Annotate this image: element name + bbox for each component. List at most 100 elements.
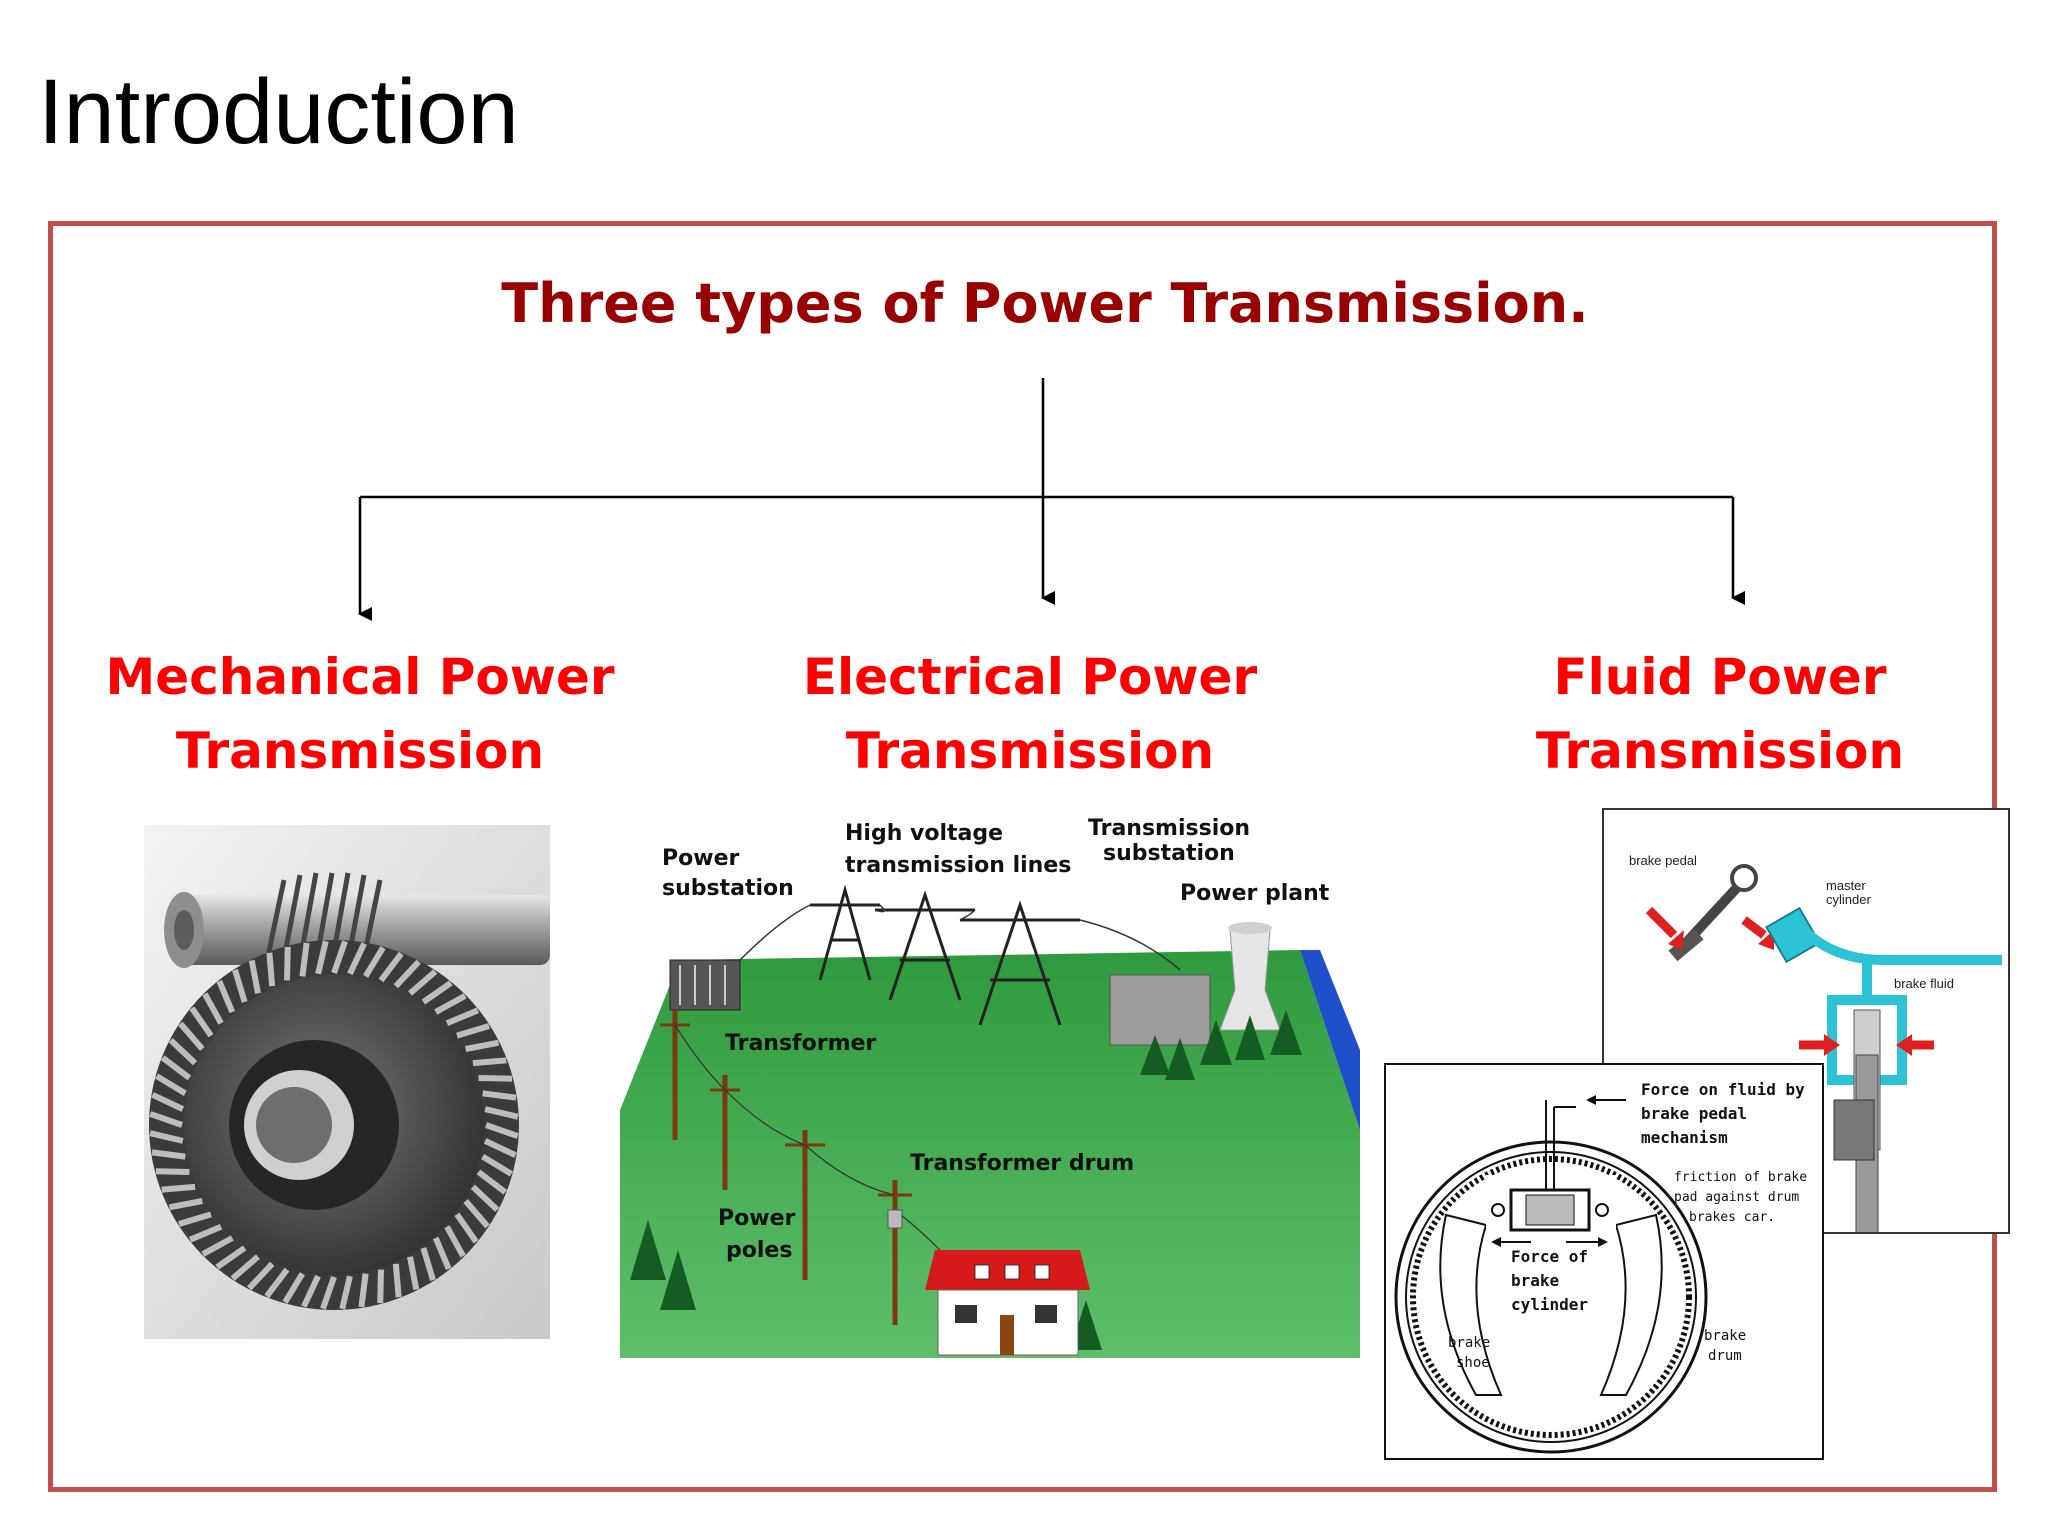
gear-tooth: [149, 1130, 184, 1144]
gear-tooth: [232, 969, 248, 1003]
label-brake-drum: brake: [1704, 1328, 1746, 1344]
gear-tooth: [168, 1198, 203, 1211]
gear-tooth: [315, 940, 329, 975]
gear-tooth: [155, 1168, 190, 1175]
gear-tooth: [168, 1038, 198, 1066]
label-force-on-fluid: mechanism: [1641, 1128, 1728, 1147]
gear-tooth: [392, 1263, 402, 1298]
label-force-of-cylinder: brake: [1511, 1271, 1559, 1290]
gear-tooth: [151, 1092, 185, 1112]
label-brake-pedal: brake pedal: [1629, 853, 1697, 868]
label-brake-fluid: brake fluid: [1894, 976, 1954, 991]
gear-tooth: [230, 1254, 260, 1281]
gear-tooth: [155, 1073, 187, 1096]
branch-label-electrical: Electrical Power Transmission: [780, 640, 1280, 788]
label-master-cylinder: cylinder: [1826, 892, 1871, 907]
gear-tooth: [421, 980, 453, 1005]
slide-title: Introduction: [38, 61, 519, 163]
gear-tooth: [347, 942, 367, 976]
label-brake-shoe: brake: [1448, 1335, 1490, 1351]
label-transmission-substation: Transmission: [1088, 816, 1250, 841]
gear-tooth: [463, 1199, 490, 1229]
gear-tooth: [149, 1111, 183, 1128]
branch-label-line: Mechanical Power: [105, 648, 615, 706]
gear-tooth: [454, 1212, 479, 1244]
label-high-voltage: High voltage: [845, 821, 1003, 846]
gear-image: [144, 825, 550, 1339]
gear-tooth: [266, 952, 276, 987]
label-power-poles: Power: [718, 1206, 795, 1231]
drum-brake-image: Force on fluid by brake pedal mechanism …: [1384, 1063, 1824, 1460]
label-transformer-drum: Transformer drum: [910, 1151, 1134, 1176]
label-friction: brakes car.: [1689, 1210, 1775, 1225]
gear-tooth: [189, 1006, 214, 1038]
gear-tooth: [151, 1149, 186, 1160]
gear-tooth: [215, 1245, 247, 1270]
gear-tooth: [178, 1211, 212, 1227]
branch-label-mechanical: Mechanical Power Transmission: [100, 640, 620, 788]
label-transformer: Transformer: [725, 1031, 876, 1056]
gear-tooth: [485, 1122, 519, 1139]
gear-tooth: [472, 1057, 507, 1067]
gear-tooth: [202, 992, 224, 1025]
label-power-substation: substation: [662, 876, 794, 901]
gear-tooth: [299, 942, 310, 977]
electrical-grid-image: Power substation High voltage transmissi…: [620, 810, 1360, 1358]
label-brake-shoe: shoe: [1456, 1355, 1490, 1371]
label-friction: pad against drum: [1674, 1190, 1799, 1205]
gear-tooth: [320, 1276, 337, 1310]
gear-tooth: [264, 1267, 290, 1299]
gear-tooth: [378, 951, 404, 983]
gear-tooth: [470, 1184, 500, 1212]
gear-tooth: [377, 1269, 384, 1304]
gear-tooth: [358, 1273, 369, 1308]
label-master-cylinder: master: [1826, 878, 1866, 893]
gear-tooth: [339, 1275, 353, 1310]
gear-tooth: [407, 1256, 420, 1291]
label-force-on-fluid: Force on fluid by: [1641, 1080, 1805, 1099]
gear-tooth: [160, 1055, 192, 1081]
gear-tooth: [248, 959, 261, 994]
gear-tooth: [420, 1247, 436, 1281]
branch-label-line: Transmission: [845, 722, 1215, 780]
label-force-of-cylinder: cylinder: [1511, 1295, 1588, 1314]
gear-tooth: [465, 1039, 500, 1052]
gear-tooth: [478, 1075, 513, 1082]
gear-tooth: [483, 1138, 517, 1158]
diagram-title: Three types of Power Transmission.: [501, 272, 1589, 335]
gear-tooth: [456, 1023, 490, 1039]
label-force-on-fluid: brake pedal: [1641, 1104, 1747, 1123]
gear-tooth: [481, 1154, 513, 1177]
branch-label-line: Transmission: [175, 722, 545, 780]
gear-tooth: [178, 1021, 205, 1051]
gear-tooth: [482, 1090, 517, 1101]
branch-label-line: Electrical Power: [802, 648, 1258, 706]
gear-tooth: [161, 1183, 196, 1193]
branch-label-fluid: Fluid Power Transmission: [1500, 640, 1940, 788]
gear-tooth: [188, 1223, 223, 1243]
branch-label-line: Transmission: [1535, 722, 1905, 780]
gear-tooth: [484, 1106, 519, 1120]
label-high-voltage: transmission lines: [845, 853, 1071, 878]
gear-tooth: [363, 946, 386, 978]
gear-tooth: [444, 1225, 466, 1258]
gear-tooth: [284, 946, 291, 981]
gear-tooth: [432, 1236, 452, 1271]
gear-tooth: [201, 1235, 234, 1257]
label-brake-drum: drum: [1708, 1348, 1742, 1364]
gear-tooth: [445, 1007, 480, 1027]
label-power-poles: poles: [726, 1238, 792, 1263]
gear-tooth: [216, 979, 236, 1014]
branch-label-line: Fluid Power: [1553, 648, 1887, 706]
label-power-plant: Power plant: [1180, 881, 1330, 906]
label-friction: friction of brake: [1674, 1170, 1807, 1185]
gear-tooth: [247, 1261, 275, 1291]
gear-tooth: [331, 940, 348, 974]
gear-tooth: [301, 1274, 321, 1308]
gear-tooth: [408, 969, 438, 996]
gear-tooth: [393, 959, 421, 989]
label-power-substation: Power: [662, 846, 739, 871]
gear-tooth: [434, 993, 467, 1015]
gear-tooth: [282, 1272, 305, 1304]
gear-tooth: [476, 1169, 508, 1195]
